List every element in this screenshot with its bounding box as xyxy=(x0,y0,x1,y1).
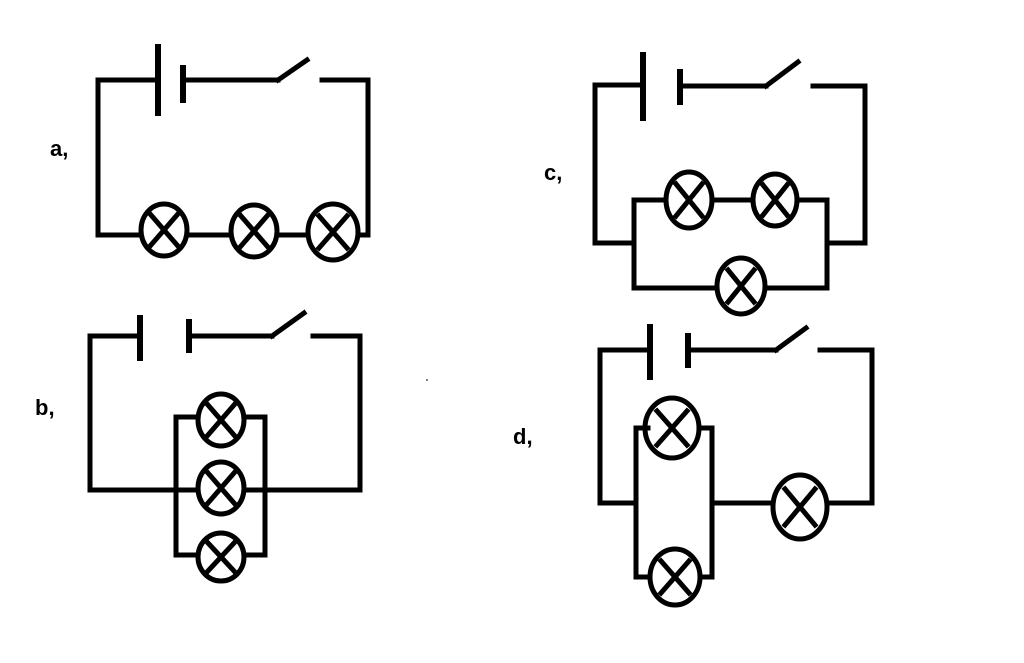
stray-dot xyxy=(426,379,428,381)
battery-c xyxy=(640,52,683,121)
circuit-c-label: c, xyxy=(544,160,563,185)
circuit-c xyxy=(592,52,868,317)
circuit-b-label: b, xyxy=(35,395,55,420)
circuit-d-wires xyxy=(597,347,875,580)
battery-b xyxy=(137,315,192,361)
switch-c xyxy=(762,58,802,90)
circuit-b-wires xyxy=(87,333,363,558)
lamp-b-3 xyxy=(195,530,247,584)
circuit-d-label: d, xyxy=(513,424,533,449)
switch-d xyxy=(772,324,810,354)
lamp-a-3 xyxy=(305,201,361,263)
circuit-d xyxy=(597,324,875,608)
circuit-a-label: a, xyxy=(50,136,69,161)
circuit-c-wires xyxy=(592,82,868,291)
circuit-a xyxy=(95,44,371,263)
lamp-b-2 xyxy=(195,459,247,517)
battery-d xyxy=(647,324,691,380)
lamp-d-1 xyxy=(642,395,702,461)
lamp-b-1 xyxy=(195,391,247,449)
lamp-c-3 xyxy=(714,255,768,317)
lamp-a-1 xyxy=(138,201,190,259)
lamp-d-2 xyxy=(647,546,703,608)
lamp-c-2 xyxy=(750,171,800,229)
battery-a xyxy=(155,44,186,116)
circuit-a-wires xyxy=(95,77,371,238)
circuit-b xyxy=(87,309,363,584)
lamp-a-2 xyxy=(228,202,280,260)
lamp-d-3 xyxy=(770,472,830,542)
switch-b xyxy=(268,309,308,340)
switch-a xyxy=(274,56,311,84)
lamp-c-1 xyxy=(663,169,715,231)
